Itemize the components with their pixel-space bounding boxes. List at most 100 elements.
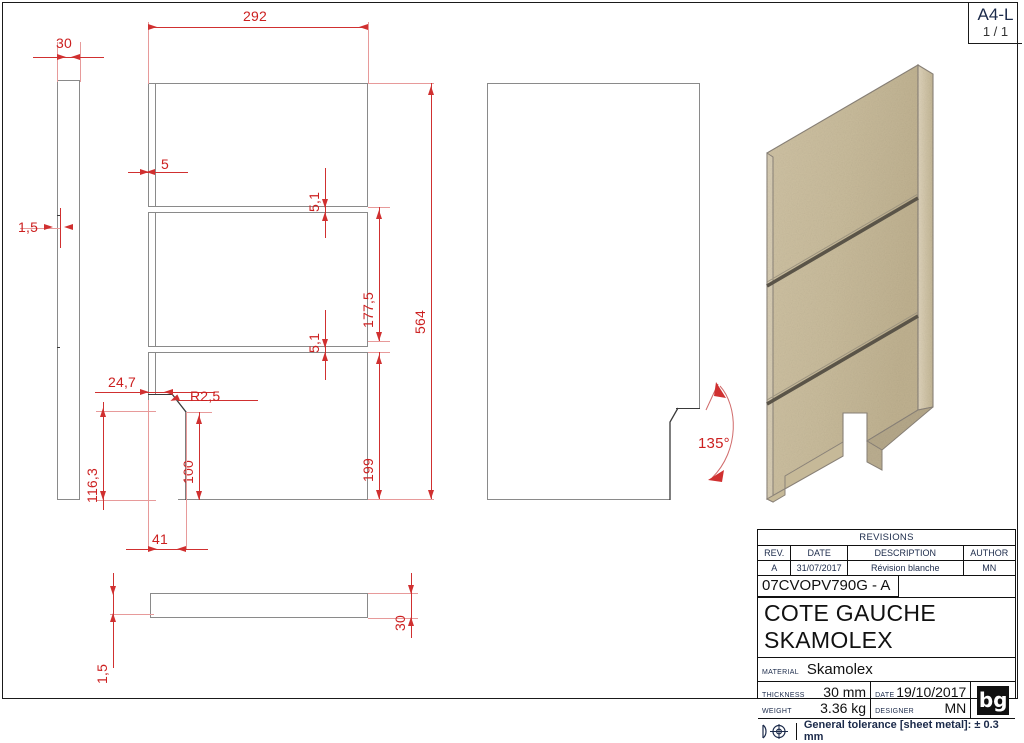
- designer-line: DESIGNER MN: [875, 700, 966, 716]
- arrow-1775-down: [375, 332, 382, 341]
- ext-564-top: [368, 83, 434, 84]
- sheet-page-number: 1 / 1: [982, 24, 1009, 39]
- specs-right: DATE 19/10/2017 DESIGNER MN: [871, 682, 972, 718]
- ext-bottom-30-top: [368, 593, 418, 594]
- iso-groove-lower: [766, 193, 919, 288]
- ext-41-left: [148, 400, 149, 550]
- dimline-41: [126, 549, 208, 550]
- thickness-label: THICKNESS: [762, 692, 805, 699]
- arrow-51-bot-down: [321, 339, 328, 348]
- folded-right-edge: [699, 83, 701, 408]
- specs-row: THICKNESS 30 mm WEIGHT 3.36 kg DATE 19/1…: [758, 682, 1015, 719]
- arrow-15-left: [44, 224, 53, 230]
- groove-inset-line-top: [155, 83, 156, 207]
- title-block: REVISIONS REV. DATE DESCRIPTION AUTHOR A…: [757, 529, 1016, 743]
- dimline-bottom-30: [411, 573, 412, 638]
- arrow-199-down: [375, 490, 382, 499]
- dim-mid-section: 177,5: [360, 291, 376, 328]
- iso-notch: [765, 441, 844, 503]
- weight-line: WEIGHT 3.36 kg: [762, 700, 866, 716]
- dim-notch-bottom-width: 41: [152, 531, 168, 547]
- arrow-247-left: [140, 388, 149, 395]
- dimline-100: [199, 412, 200, 500]
- revisions-column-headers: REV. DATE DESCRIPTION AUTHOR: [758, 546, 1015, 561]
- dimline-15: [60, 208, 61, 248]
- ext-bottom-15: [110, 614, 154, 615]
- ext-564-bot: [368, 499, 434, 500]
- iso-left-edge: [766, 152, 774, 503]
- dim-groove-width-bottom: 5,1: [306, 332, 322, 353]
- arrow-5-right: [146, 168, 155, 175]
- side-view-notch-lower: [57, 347, 60, 348]
- dim-fillet-radius: R2,5: [190, 388, 221, 404]
- company-logo: bg: [971, 682, 1015, 718]
- arrow-15-right: [64, 224, 73, 230]
- folded-bottom-edge: [487, 499, 670, 501]
- dimline-292: [148, 27, 368, 28]
- dimline-1163: [103, 402, 104, 510]
- arrow-bottom-15-up: [109, 613, 116, 622]
- iso-groove-upper: [766, 311, 919, 406]
- dim-notch-height-right: 100: [180, 460, 196, 484]
- part-number-row: 07CVOPV790G - A: [758, 576, 1015, 598]
- arrow-41-right: [177, 545, 186, 552]
- arrow-292-right: [359, 23, 368, 30]
- bottom-view-outline: [150, 593, 368, 618]
- material-row: MATERIAL Skamolex: [758, 658, 1015, 682]
- dimline-247: [95, 392, 215, 393]
- dim-bottom-step: 1,5: [94, 663, 110, 684]
- arrow-51-bot-up: [321, 352, 328, 361]
- ext-line-15: [20, 228, 60, 229]
- notch-chamfer-path: [171, 393, 187, 500]
- ext-line-side-right: [80, 42, 81, 82]
- sheet-border: [2, 2, 1018, 699]
- groove-inset-line-mid: [155, 212, 156, 347]
- date-value: 19/10/2017: [896, 684, 967, 700]
- main-panel-bottom: [148, 352, 368, 500]
- dim-groove-offset: 5: [161, 156, 169, 172]
- dim-bottom-thickness: 30: [392, 615, 408, 631]
- revisions-col-date: DATE: [791, 546, 848, 560]
- revisions-col-author: AUTHOR: [970, 548, 1009, 558]
- arrow-247-right: [164, 388, 173, 395]
- logo-text: bg: [978, 688, 1008, 712]
- arrow-1775-up: [375, 210, 382, 219]
- ext-1775-bot: [368, 341, 390, 342]
- main-panel-middle: [148, 212, 368, 347]
- dim-main-width: 292: [243, 8, 267, 24]
- leader-r25: [178, 400, 258, 401]
- arrow-100-down: [195, 491, 202, 500]
- notch-top-edge: [148, 394, 172, 396]
- arrow-side-width-left: [57, 53, 66, 60]
- thickness-line: THICKNESS 30 mm: [762, 684, 866, 700]
- dimline-564: [431, 83, 432, 499]
- material-value: Skamolex: [806, 661, 873, 678]
- side-view-notch-upper: [57, 215, 60, 216]
- folded-outline: [487, 83, 700, 500]
- folded-notch-path: [669, 407, 679, 500]
- arrow-564-down: [427, 490, 434, 499]
- side-view-outline: [57, 80, 80, 500]
- arrow-292-left: [148, 23, 157, 30]
- dimline-1775: [379, 207, 380, 341]
- date-line: DATE 19/10/2017: [875, 684, 966, 700]
- logo-box: bg: [977, 685, 1010, 715]
- dim-side-width: 30: [56, 35, 72, 51]
- arrow-51-top-up: [321, 212, 328, 221]
- dim-notch-height-left: 116,3: [84, 468, 100, 503]
- page-title: COTE GAUCHE SKAMOLEX: [758, 598, 1015, 658]
- part-number: 07CVOPV790G - A: [758, 576, 900, 597]
- arrow-199-up: [375, 355, 382, 364]
- dim-total-height: 564: [412, 310, 428, 334]
- arrow-1163-down: [99, 491, 106, 500]
- ext-292-left: [148, 22, 149, 84]
- date-label: DATE: [875, 692, 895, 699]
- ext-292-right: [368, 22, 369, 84]
- dim-side-notch: 1,5: [18, 219, 39, 235]
- dim-groove-width-top: 5,1: [306, 191, 322, 212]
- arrow-bottom-30-down: [407, 585, 414, 594]
- arrow-1163-up: [99, 408, 106, 417]
- arrow-bottom-30-up: [407, 617, 414, 626]
- isometric-view: [765, 64, 934, 503]
